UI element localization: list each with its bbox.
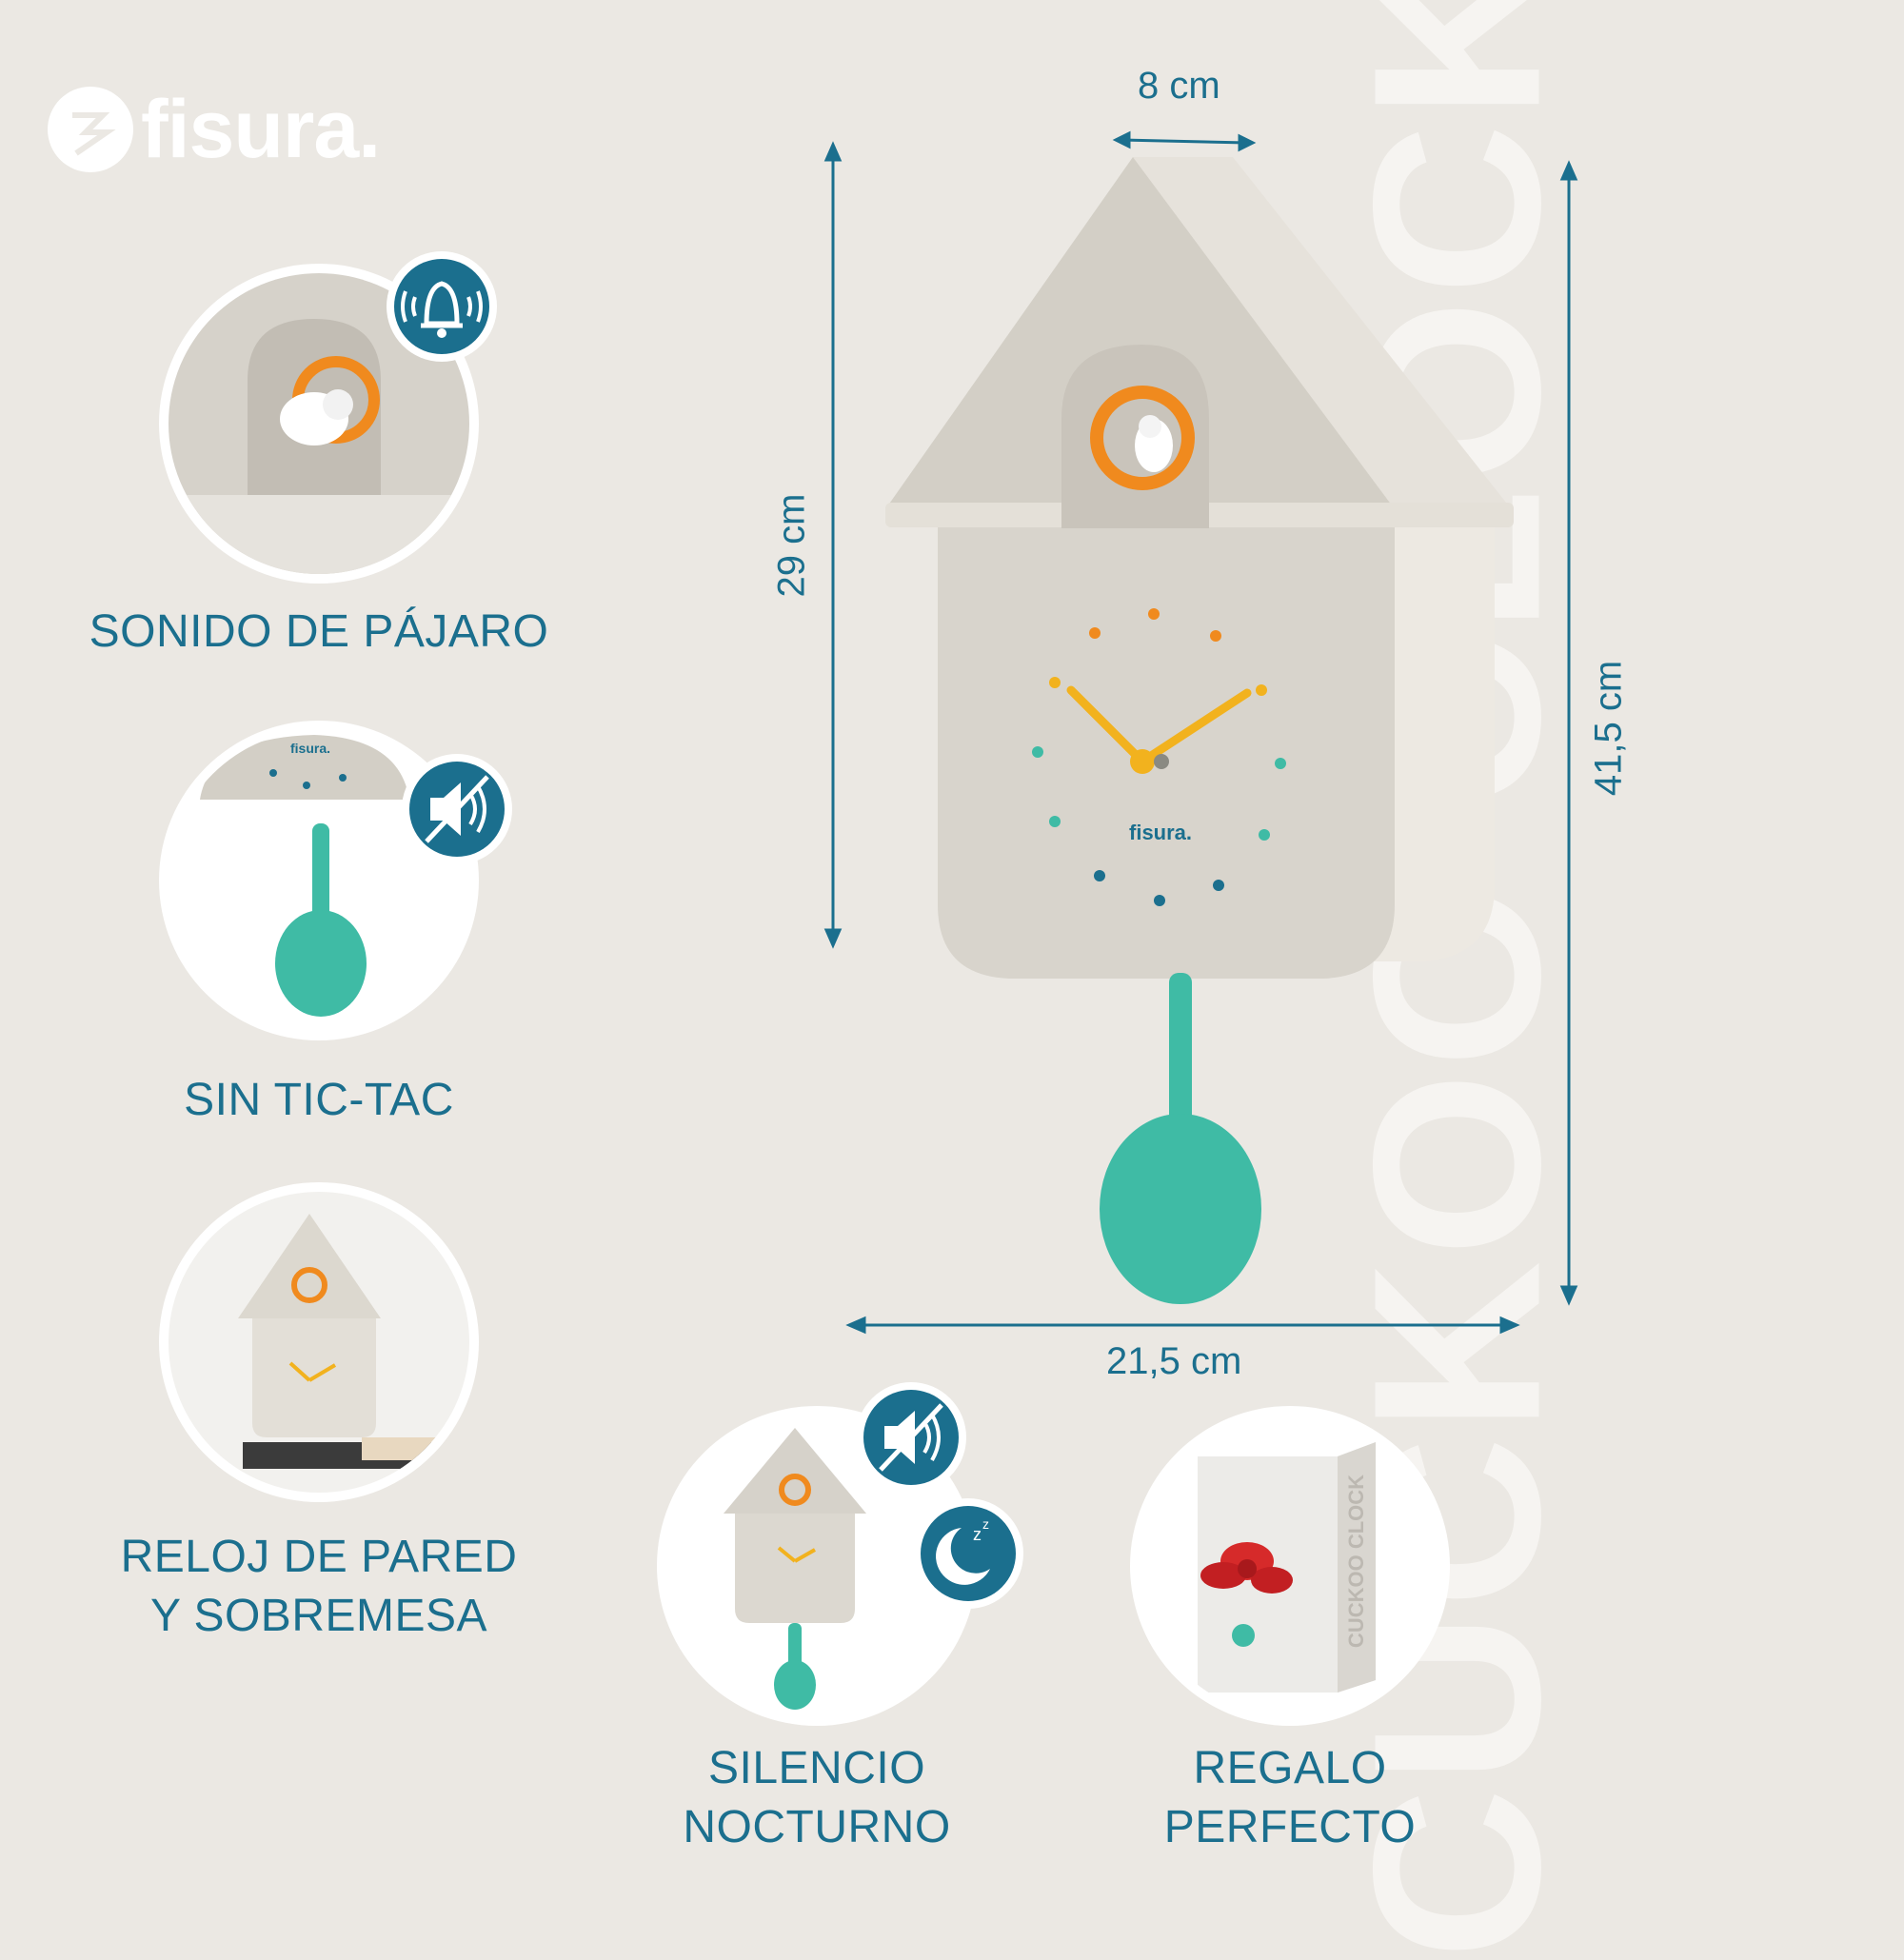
feature-label-night-silence: SILENCIO NOCTURNO: [683, 1743, 951, 1852]
house-height-dimension-label: 29 cm: [770, 493, 813, 598]
clock-hour-hand: [1066, 685, 1147, 766]
brand-logo-text: fisura.: [141, 83, 381, 175]
width-dimension-label: 21,5 cm: [1106, 1340, 1242, 1382]
feature-no-tick-image: [159, 721, 479, 1040]
product-infographic: CUCKOO CLOCK fisura.: [48, 0, 1630, 1960]
dimension-lines: [823, 130, 1578, 1335]
clock-face-brand: fisura.: [1129, 821, 1193, 844]
brand-logo-mark: [48, 87, 133, 172]
brand-logo: fisura.: [48, 82, 381, 177]
clock-face-dots: [1032, 608, 1286, 906]
feature-gift-image: [1130, 1406, 1450, 1726]
feature-clock-brand: fisura.: [290, 741, 331, 756]
feature-label-bird-sound: SONIDO DE PÁJARO: [89, 606, 549, 657]
feature-label-gift: REGALO PERFECTO: [1163, 1743, 1417, 1852]
feature-wall-desk-image: [159, 1182, 479, 1502]
svg-text:z: z: [982, 1516, 989, 1532]
feature-label-no-tick: SIN TIC-TAC: [184, 1075, 454, 1125]
speaker-muted-icon: [856, 1382, 966, 1493]
depth-dimension-label: 8 cm: [1138, 65, 1220, 107]
bell-ringing-icon: [387, 251, 497, 362]
moon-sleep-icon: z z: [913, 1498, 1023, 1609]
pendulum-bob: [1100, 1114, 1261, 1304]
cuckoo-door-ring: [1090, 386, 1195, 490]
gift-box-text: CUCKOO CLOCK: [1344, 1474, 1368, 1649]
main-clock-illustration: z z: [159, 130, 1578, 1726]
feature-label-wall-desk: RELOJ DE PARED Y SOBREMESA: [120, 1532, 518, 1641]
clock-minute-hand: [1138, 688, 1252, 766]
svg-text:z: z: [973, 1525, 982, 1544]
speaker-muted-icon: [402, 754, 512, 864]
total-height-dimension-label: 41,5 cm: [1587, 660, 1630, 797]
pendulum-rod: [1169, 973, 1192, 1135]
